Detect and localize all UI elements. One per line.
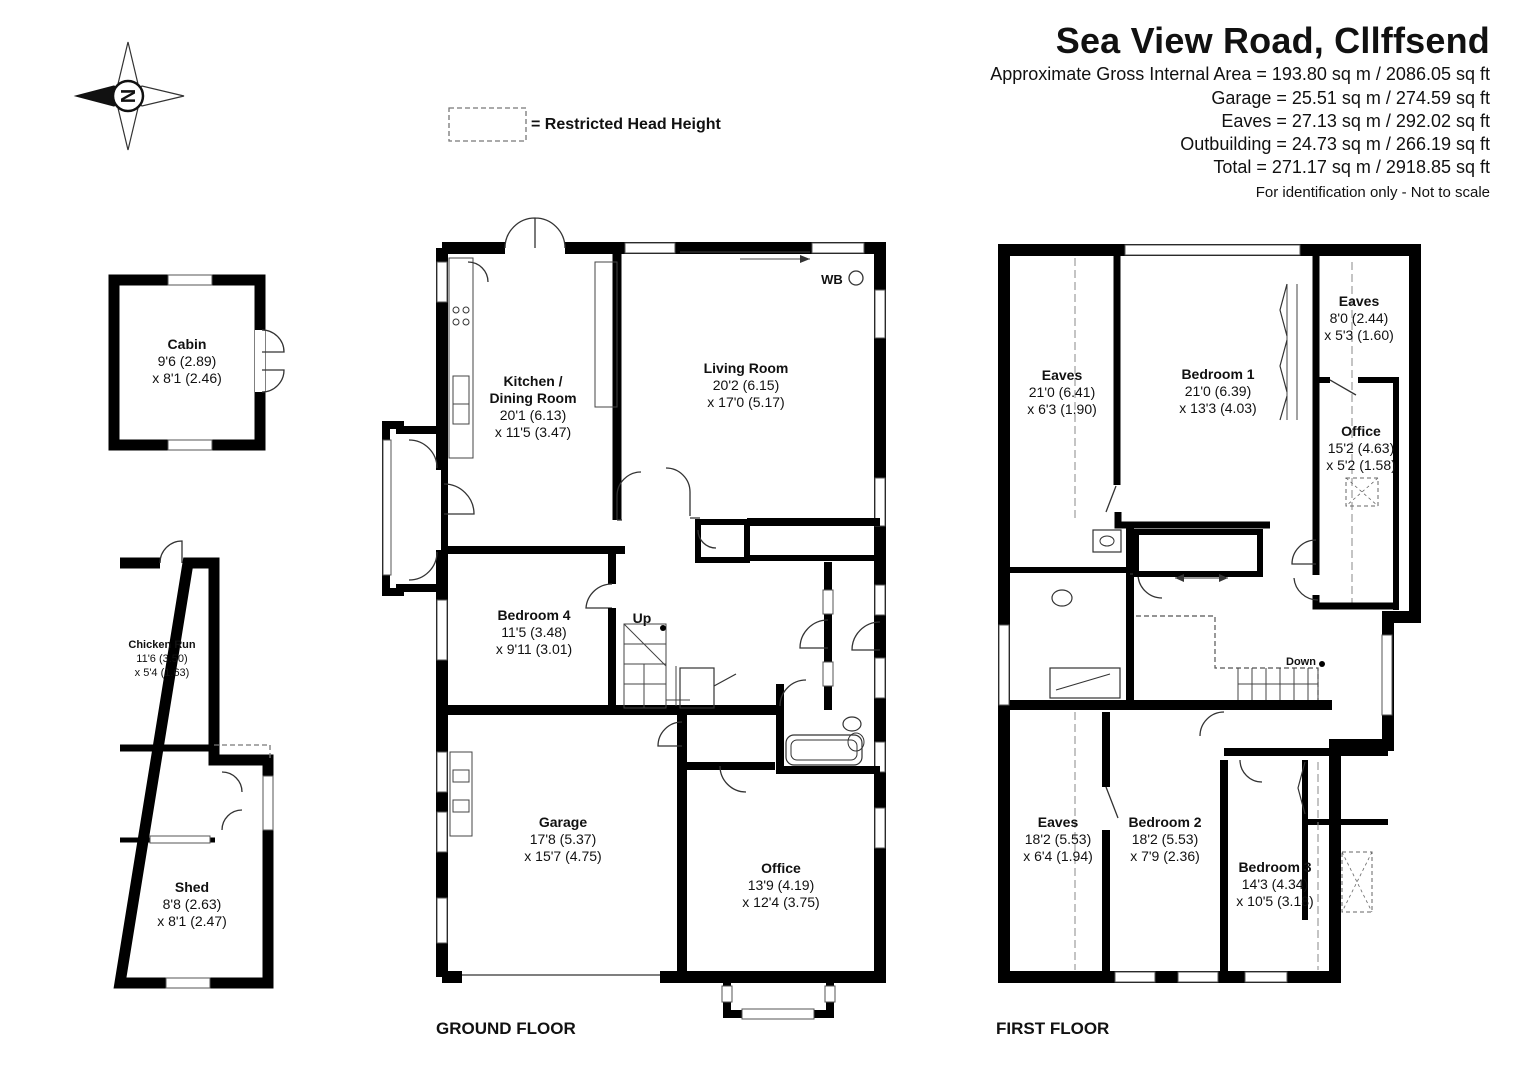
stairs-down-label: Down xyxy=(1286,656,1316,668)
room-name-eaves-l: Eaves xyxy=(1042,367,1083,383)
room-name-chicken: Chicken Run xyxy=(128,639,196,651)
legend-label: = Restricted Head Height xyxy=(531,116,721,133)
room-dims-eaves-b-0: 18'2 (5.53) xyxy=(1025,831,1092,847)
room-dims-chicken-0: 11'6 (3.50) xyxy=(136,653,187,665)
room-dims-bed1-0: 21'0 (6.39) xyxy=(1185,383,1252,399)
room-name-bed1: Bedroom 1 xyxy=(1181,366,1254,382)
area-line-total: Total = 271.17 sq m / 2918.85 sq ft xyxy=(1213,157,1490,177)
room-name-bed4: Bedroom 4 xyxy=(497,607,570,623)
room-dims-bed2-0: 18'2 (5.53) xyxy=(1132,831,1199,847)
room-name-eaves-r: Eaves xyxy=(1339,293,1380,309)
room-name-shed: Shed xyxy=(175,879,209,895)
area-line-gross: Approximate Gross Internal Area = 193.80… xyxy=(990,64,1490,84)
room-dims-eaves-l-1: x 6'3 (1.90) xyxy=(1027,401,1097,417)
room-dims-eaves-l-0: 21'0 (6.41) xyxy=(1029,384,1096,400)
room-dims-cabin-1: x 8'1 (2.46) xyxy=(152,370,222,386)
first-floor-label: FIRST FLOOR xyxy=(996,1019,1110,1038)
room-dims-bed4-1: x 9'11 (3.01) xyxy=(496,641,572,657)
room-name-bed2: Bedroom 2 xyxy=(1128,814,1201,830)
room-dims-cabin-0: 9'6 (2.89) xyxy=(158,353,217,369)
room-dims-eaves-b-1: x 6'4 (1.94) xyxy=(1023,848,1093,864)
room-name-cabin: Cabin xyxy=(168,336,207,352)
room-dims-office-f-0: 15'2 (4.63) xyxy=(1328,440,1395,456)
room-name-kitchen-0: Kitchen / xyxy=(503,373,562,389)
room-name-office-g: Office xyxy=(761,860,801,876)
room-name-office-f: Office xyxy=(1341,423,1381,439)
room-name-living: Living Room xyxy=(704,360,789,376)
outbuilding-cabin xyxy=(108,274,285,451)
stairs-up-label: Up xyxy=(633,610,652,626)
page-title: Sea View Road, Cllffsend xyxy=(1055,20,1490,61)
room-dims-living-0: 20'2 (6.15) xyxy=(713,377,780,393)
room-name-garage: Garage xyxy=(539,814,587,830)
room-dims-bed1-1: x 13'3 (4.03) xyxy=(1179,400,1256,416)
wb-label: WB xyxy=(821,272,843,287)
room-dims-bed3-1: x 10'5 (3.18) xyxy=(1236,893,1313,909)
room-name-kitchen-1: Dining Room xyxy=(489,390,576,406)
room-dims-office-g-1: x 12'4 (3.75) xyxy=(742,894,819,910)
area-line-garage: Garage = 25.51 sq m / 274.59 sq ft xyxy=(1211,88,1490,108)
room-dims-office-f-1: x 5'2 (1.58) xyxy=(1326,457,1396,473)
compass-north-letter: N xyxy=(118,89,140,103)
room-dims-office-g-0: 13'9 (4.19) xyxy=(748,877,815,893)
room-dims-kitchen-1: x 11'5 (3.47) xyxy=(495,424,571,440)
first-floor-plan xyxy=(998,244,1421,983)
room-dims-bed2-1: x 7'9 (2.36) xyxy=(1130,848,1200,864)
room-dims-living-1: x 17'0 (5.17) xyxy=(707,394,784,410)
room-dims-chicken-1: x 5'4 (1.63) xyxy=(135,667,190,679)
room-dims-bed3-0: 14'3 (4.34) xyxy=(1242,876,1309,892)
room-dims-garage-0: 17'8 (5.37) xyxy=(530,831,597,847)
outbuilding-chicken-run-and-shed xyxy=(113,540,274,989)
room-dims-eaves-r-1: x 5'3 (1.60) xyxy=(1324,327,1394,343)
room-dims-eaves-r-0: 8'0 (2.44) xyxy=(1330,310,1389,326)
area-line-eaves: Eaves = 27.13 sq m / 292.02 sq ft xyxy=(1221,111,1490,131)
ground-floor-plan xyxy=(382,217,886,1020)
room-dims-shed-1: x 8'1 (2.47) xyxy=(157,913,227,929)
restricted-head-height-swatch xyxy=(448,107,527,142)
room-dims-kitchen-0: 20'1 (6.13) xyxy=(500,407,567,423)
room-dims-garage-1: x 15'7 (4.75) xyxy=(524,848,601,864)
room-name-eaves-b: Eaves xyxy=(1038,814,1079,830)
ground-floor-label: GROUND FLOOR xyxy=(436,1019,576,1038)
area-line-outbuilding: Outbuilding = 24.73 sq m / 266.19 sq ft xyxy=(1180,134,1490,154)
room-dims-bed4-0: 11'5 (3.48) xyxy=(501,624,566,640)
disclaimer: For identification only - Not to scale xyxy=(1255,184,1490,201)
compass-icon: N xyxy=(73,41,185,151)
room-name-bed3: Bedroom 3 xyxy=(1238,859,1311,875)
room-dims-shed-0: 8'8 (2.63) xyxy=(163,896,222,912)
